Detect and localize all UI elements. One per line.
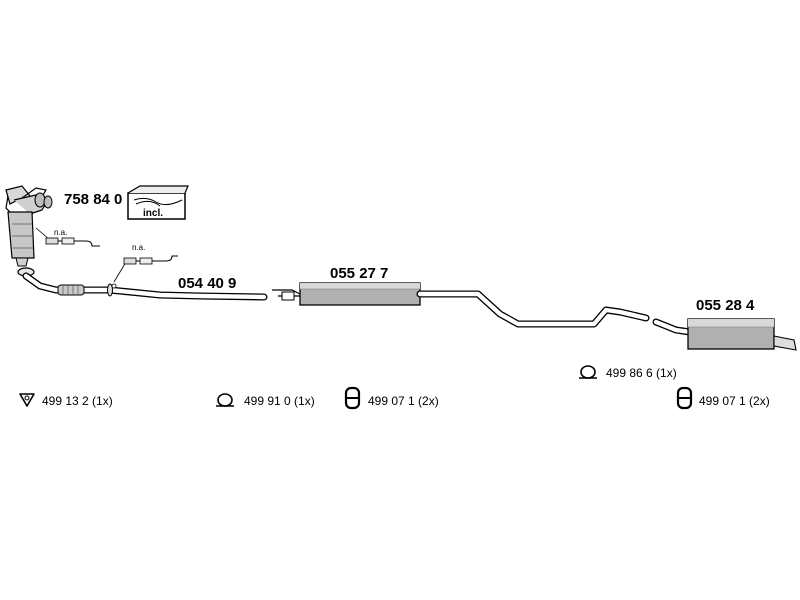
manifold-catalyst-label: 758 84 0 — [64, 191, 122, 208]
na-label-2: n.a. — [132, 243, 145, 252]
clamp-rear-label: 499 86 6 (1x) — [606, 366, 677, 380]
na-label-1: n.a. — [54, 228, 67, 237]
middle-silencer-part[interactable] — [272, 282, 650, 328]
rubber-mount-front-icon — [344, 386, 361, 410]
clamp-front-label: 499 91 0 (1x) — [244, 394, 315, 408]
kit-box-icon — [127, 185, 189, 220]
middle-silencer-label: 055 27 7 — [330, 265, 388, 282]
gasket-label: 499 13 2 (1x) — [42, 394, 113, 408]
clamp-front-icon — [216, 393, 234, 407]
rubber-mount-rear-label: 499 07 1 (2x) — [699, 394, 770, 408]
gasket-icon — [19, 393, 35, 407]
rear-silencer-part[interactable] — [652, 318, 797, 351]
rear-silencer-label: 055 28 4 — [696, 297, 755, 314]
rubber-mount-rear-icon — [676, 386, 693, 410]
lambda-sensor-2-icon — [113, 255, 178, 283]
rubber-mount-front-label: 499 07 1 (2x) — [368, 394, 439, 408]
front-pipe-label: 054 40 9 — [178, 275, 236, 292]
clamp-rear-icon — [579, 365, 597, 379]
front-pipe-part[interactable] — [22, 272, 268, 301]
lambda-sensor-1-icon — [35, 227, 100, 247]
manifold-catalyst-part[interactable] — [5, 185, 53, 277]
kit-incl-label: incl. — [143, 208, 163, 219]
